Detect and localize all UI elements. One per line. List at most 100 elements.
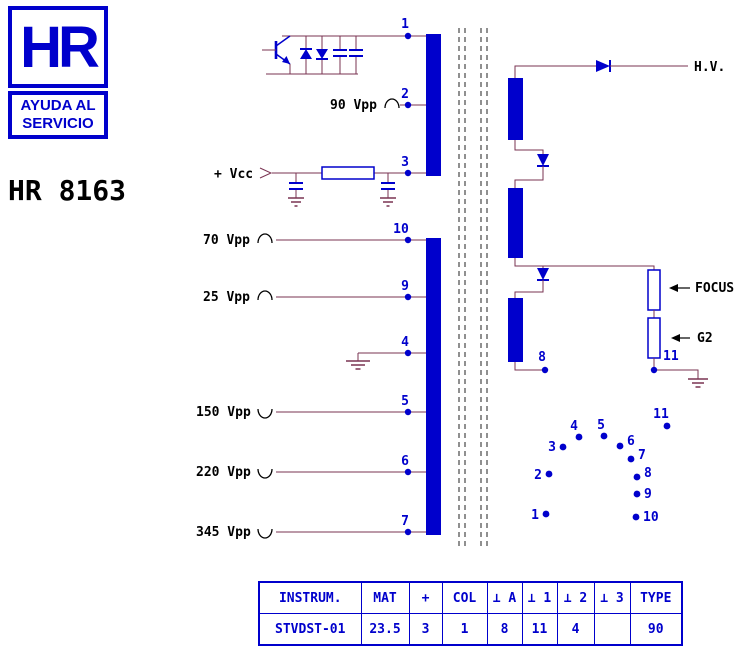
layout-pin4-label: 4: [570, 419, 578, 434]
header-gnd-2: ⊥ 2: [556, 581, 595, 614]
model-title: HR 8163: [8, 174, 127, 207]
pin5-dot: [404, 408, 412, 416]
v70-label: 70 Vpp: [203, 233, 250, 248]
layout-pin9-label: 9: [644, 487, 652, 502]
secondary-coil-1: [508, 78, 523, 140]
layout-pin10-dot: [632, 513, 640, 521]
pin5-label: 5: [401, 394, 409, 409]
pin6-dot: [404, 468, 412, 476]
pin1-label: 1: [401, 17, 409, 32]
header-gnd-3: ⊥ 3: [593, 581, 631, 614]
layout-pin7-label: 7: [638, 448, 646, 463]
hv-diode-icon: [596, 60, 611, 72]
header-instrum: INSTRUM.: [258, 581, 362, 614]
ground-icon: [380, 197, 396, 207]
layout-pin1-label: 1: [531, 508, 539, 523]
logo-subtitle-line2: SERVICIO: [22, 115, 94, 132]
pulse-up-icon: [257, 290, 273, 301]
secondary-winding: H.V. 11 FOCUS: [508, 60, 734, 388]
pulse-down-icon: [257, 408, 273, 419]
diode-icon: [316, 36, 328, 74]
pin1-dot: [404, 32, 412, 40]
primary-coil-2: [426, 238, 441, 535]
layout-pin11-label: 11: [653, 407, 669, 422]
pin11-ground-wire: [653, 358, 699, 379]
hr-logo-subtitle: AYUDA AL SERVICIO: [8, 91, 108, 139]
layout-pin6-label: 6: [627, 434, 635, 449]
value-gnd-a: 8: [486, 613, 523, 646]
layout-pin2-label: 2: [534, 468, 542, 483]
header-gnd-1: ⊥ 1: [521, 581, 558, 614]
hr-logo: HR AYUDA AL SERVICIO: [8, 6, 108, 139]
hv-label: H.V.: [694, 60, 725, 75]
focus-arrowhead-icon: [669, 284, 678, 292]
pin2-dot: [404, 101, 412, 109]
spec-table: INSTRUM. MAT + COL ⊥ A ⊥ 1 ⊥ 2 ⊥ 3 TYPE …: [258, 581, 683, 646]
capacitor-icon: [288, 173, 304, 207]
primary-coil-1: [426, 34, 441, 176]
layout-pin4-dot: [575, 433, 583, 441]
pin-layout-diagram: 1 2 3 4 5 6 7 8 9 10 11: [531, 407, 671, 525]
header-col: COL: [441, 581, 488, 614]
pin8-dot: [541, 366, 549, 374]
layout-pin8-dot: [633, 473, 641, 481]
v150-label: 150 Vpp: [196, 405, 251, 420]
g2-arrowhead-icon: [671, 334, 680, 342]
focus-label: FOCUS: [695, 281, 734, 296]
v25-label: 25 Vpp: [203, 290, 250, 305]
layout-pin6-dot: [616, 442, 624, 450]
diode-icon: [514, 258, 549, 298]
header-mat: MAT: [360, 581, 410, 614]
v220-label: 220 Vpp: [196, 465, 251, 480]
header-type: TYPE: [629, 581, 683, 614]
value-gnd-1: 11: [521, 613, 558, 646]
g2-resistor-icon: [647, 317, 661, 359]
layout-pin3-dot: [559, 443, 567, 451]
value-instrum: STVDST-01: [258, 613, 362, 646]
pin8-label: 8: [538, 350, 546, 365]
v90-label: 90 Vpp: [330, 98, 377, 113]
layout-pin2-dot: [545, 470, 553, 478]
hr-logo-mark: HR: [8, 6, 108, 88]
layout-pin11-dot: [663, 422, 671, 430]
pin4-dot: [404, 349, 412, 357]
diode-icon: [300, 36, 312, 74]
layout-pin8-label: 8: [644, 466, 652, 481]
pin11-dot: [650, 366, 658, 374]
ground-icon: [346, 360, 370, 370]
header-plus: +: [408, 581, 443, 614]
pin9-label: 9: [401, 279, 409, 294]
vcc-input: + Vcc: [214, 166, 396, 207]
capacitor-icon: [349, 36, 363, 74]
pulse-up-icon: [384, 98, 400, 109]
value-gnd-3: [593, 613, 631, 646]
pin7-label: 7: [401, 514, 409, 529]
pin6-label: 6: [401, 454, 409, 469]
layout-pin7-dot: [627, 455, 635, 463]
pin3-dot: [404, 169, 412, 177]
layout-pin3-label: 3: [548, 440, 556, 455]
pin4-label: 4: [401, 335, 409, 350]
pulse-up-icon: [257, 233, 273, 244]
value-gnd-2: 4: [556, 613, 595, 646]
layout-pin10-label: 10: [643, 510, 659, 525]
value-mat: 23.5: [360, 613, 410, 646]
vcc-label: + Vcc: [214, 167, 253, 182]
secondary-coil-2: [508, 188, 523, 258]
ground-icon: [688, 378, 708, 388]
pulse-down-icon: [257, 528, 273, 539]
header-gnd-a: ⊥ A: [486, 581, 523, 614]
pin11-label: 11: [663, 349, 679, 364]
pin10-dot: [404, 236, 412, 244]
pin3-label: 3: [401, 155, 409, 170]
diode-icon: [514, 140, 549, 188]
spec-table-value-row: STVDST-01 23.5 3 1 8 11 4 90: [258, 613, 683, 646]
layout-pin1-dot: [542, 510, 550, 518]
pin9-dot: [404, 293, 412, 301]
divider-feed-wire: [543, 265, 655, 270]
vcc-arrow-icon: [259, 167, 273, 179]
layout-pin5-dot: [600, 432, 608, 440]
primary-winding-2: 10 9 4 5 6 7 70 Vpp 25 Vpp 150 Vpp 220 V…: [196, 222, 441, 540]
value-type: 90: [629, 613, 683, 646]
